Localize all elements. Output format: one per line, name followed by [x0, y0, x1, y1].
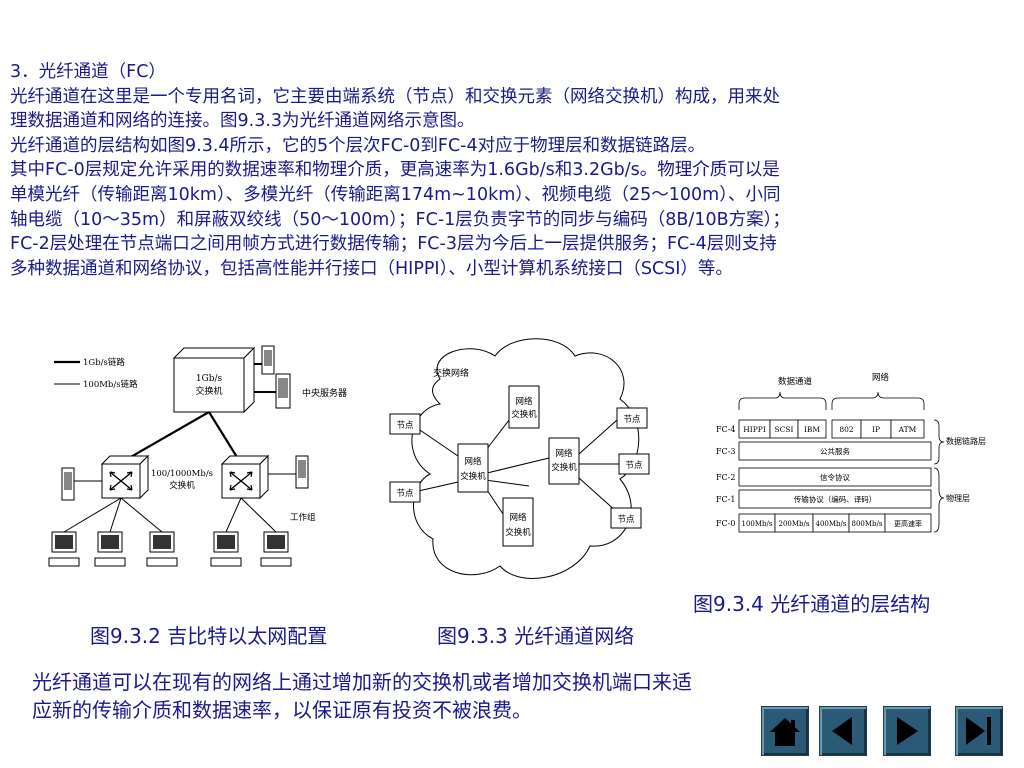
bottom-paragraph: 光纤通道可以在现有的网络上通过增加新的交换机或者增加交换机端口来适 应新的传输介… — [32, 668, 892, 724]
server-label: 中央服务器 — [302, 387, 347, 399]
cloud-label: 交换网络 — [433, 367, 469, 379]
prev-button[interactable] — [819, 706, 867, 756]
node-box: 节点 — [389, 481, 421, 503]
svg-text:节点: 节点 — [396, 489, 414, 499]
row-label: FC-3 — [716, 447, 735, 456]
svg-text:交换机: 交换机 — [505, 527, 531, 538]
brace — [933, 419, 945, 465]
layer-cell: 公共服务 — [820, 446, 850, 456]
text-line: 光纤通道在这里是一个专用名词，它主要由端系统（节点）和交换元素（网络交换机）构成… — [10, 86, 780, 107]
figure-fc-layers: 数据通道 网络 FC-4 FC-3 FC-2 FC-1 FC-0 HIPPI S… — [712, 364, 1012, 540]
legend-1g-label: 1Gb/s链路 — [83, 357, 125, 368]
svg-text:交换机: 交换机 — [551, 462, 577, 473]
node-box: 节点 — [616, 407, 648, 429]
node-box: 节点 — [618, 453, 650, 475]
figure-fc-network: 交换网络 网络 交换机 网络 交换机 网络 交换机 网络 交换机 节点 — [385, 334, 660, 598]
legend-100m-label: 100Mb/s链路 — [83, 379, 138, 390]
layer-cell: SCSI — [775, 425, 794, 434]
node-box: 节点 — [610, 507, 642, 529]
svg-text:节点: 节点 — [625, 461, 643, 471]
text-line: 多种数据通道和网络协议，包括高性能并行接口（HIPPI）、小型计算机系统接口（S… — [10, 258, 733, 279]
text-line: 其中FC-0层规定允许采用的数据速率和物理介质，更高速率为1.6Gb/s和3.2… — [10, 160, 780, 181]
svg-text:网络: 网络 — [555, 448, 573, 459]
text-line: FC-2层处理在节点端口之间用帧方式进行数据传输；FC-3层为今后上一层提供服务… — [10, 234, 777, 255]
svg-text:节点: 节点 — [623, 415, 641, 425]
network-switch: 网络 交换机 — [548, 437, 580, 485]
workstation-icon — [48, 531, 292, 567]
network-switch: 网络 交换机 — [508, 385, 540, 429]
layer-cell: IBM — [804, 425, 820, 434]
end-button[interactable] — [955, 706, 1003, 756]
layer-cell: 200Mb/s — [779, 520, 810, 528]
svg-text:网络: 网络 — [515, 396, 533, 407]
bracket — [738, 391, 827, 410]
sub-switch-left — [100, 454, 150, 500]
end-icon — [966, 717, 991, 745]
data-channel-label: 数据通道 — [778, 376, 813, 387]
svg-text:节点: 节点 — [617, 515, 635, 525]
caption-fig-9-3-4: 图9.3.4 光纤通道的层结构 — [693, 592, 931, 616]
cloud-outline — [411, 338, 640, 579]
text-line: 理数据通道和网络的连接。图9.3.3为光纤通道网络示意图。 — [10, 111, 475, 132]
svg-text:1Gb/s: 1Gb/s — [196, 374, 223, 384]
sub-switch-label: 100/1000Mb/s — [151, 469, 213, 479]
text-line: 轴电缆（10～35m）和屏蔽双绞线（50～100m）；FC-1层负责字节的同步与… — [10, 209, 790, 230]
section-heading: 3．光纤通道（FC） — [10, 62, 166, 82]
layer-cell: 信令协议 — [820, 472, 850, 482]
body-text: 3．光纤通道（FC） 光纤通道在这里是一个专用名词，它主要由端系统（节点）和交换… — [10, 60, 1014, 281]
svg-text:交换机: 交换机 — [169, 480, 195, 491]
home-icon — [770, 718, 800, 746]
physical-layer-label: 物理层 — [946, 493, 970, 503]
next-arrow-icon — [897, 717, 918, 745]
node-box: 节点 — [389, 413, 421, 435]
layer-cell: IP — [872, 425, 880, 434]
prev-arrow-icon — [832, 717, 852, 745]
layer-cell: 802 — [839, 425, 854, 434]
layer-cell: 800Mb/s — [852, 520, 883, 528]
home-button[interactable] — [761, 706, 809, 756]
sub-switch-right — [220, 454, 270, 500]
svg-text:节点: 节点 — [396, 421, 414, 431]
text-line: 应新的传输介质和数据速率，以保证原有投资不被浪费。 — [32, 698, 532, 722]
caption-fig-9-3-2: 图9.3.2 吉比特以太网配置 — [90, 624, 328, 648]
row-label: FC-1 — [716, 495, 735, 504]
svg-text:交换机: 交换机 — [195, 385, 222, 397]
layer-cell: HIPPI — [743, 425, 766, 434]
svg-text:交换机: 交换机 — [460, 471, 486, 482]
workgroup-label: 工作组 — [290, 512, 316, 523]
layer-cell: 400Mb/s — [816, 520, 847, 528]
row-label: FC-0 — [716, 519, 735, 528]
network-switch: 网络 交换机 — [457, 443, 489, 493]
next-button[interactable] — [883, 706, 931, 756]
row-label: FC-4 — [716, 425, 735, 434]
network-label: 网络 — [872, 372, 890, 383]
caption-fig-9-3-3: 图9.3.3 光纤通道网络 — [437, 624, 635, 648]
svg-text:网络: 网络 — [464, 456, 482, 467]
layer-cell: 100Mb/s — [742, 520, 773, 528]
text-line: 光纤通道的层结构如图9.3.4所示，它的5个层次FC-0到FC-4对应于物理层和… — [10, 135, 706, 156]
svg-text:网络: 网络 — [509, 512, 527, 523]
bracket — [831, 391, 925, 410]
data-link-layer-label: 数据链路层 — [946, 436, 986, 446]
row-label: FC-2 — [716, 473, 735, 482]
main-switch: 1Gb/s 交换机 — [172, 346, 256, 414]
layer-cell: 更高速率 — [894, 519, 922, 528]
text-line: 单模光纤（传输距离10km）、多模光纤（传输距离174m~10km）、视频电缆（… — [10, 184, 781, 205]
layer-cell: ATM — [898, 425, 917, 434]
figure-gigabit-ethernet: 1Gb/s链路 100Mb/s链路 1Gb/s 交换机 中央服务器 100/10… — [40, 336, 360, 585]
text-line: 光纤通道可以在现有的网络上通过增加新的交换机或者增加交换机端口来适 — [32, 670, 692, 694]
network-switch: 网络 交换机 — [502, 497, 534, 547]
brace — [933, 467, 945, 533]
server-icon — [261, 345, 291, 409]
svg-text:交换机: 交换机 — [511, 409, 537, 420]
layer-cell: 传输协议（编码、译码） — [794, 494, 877, 504]
